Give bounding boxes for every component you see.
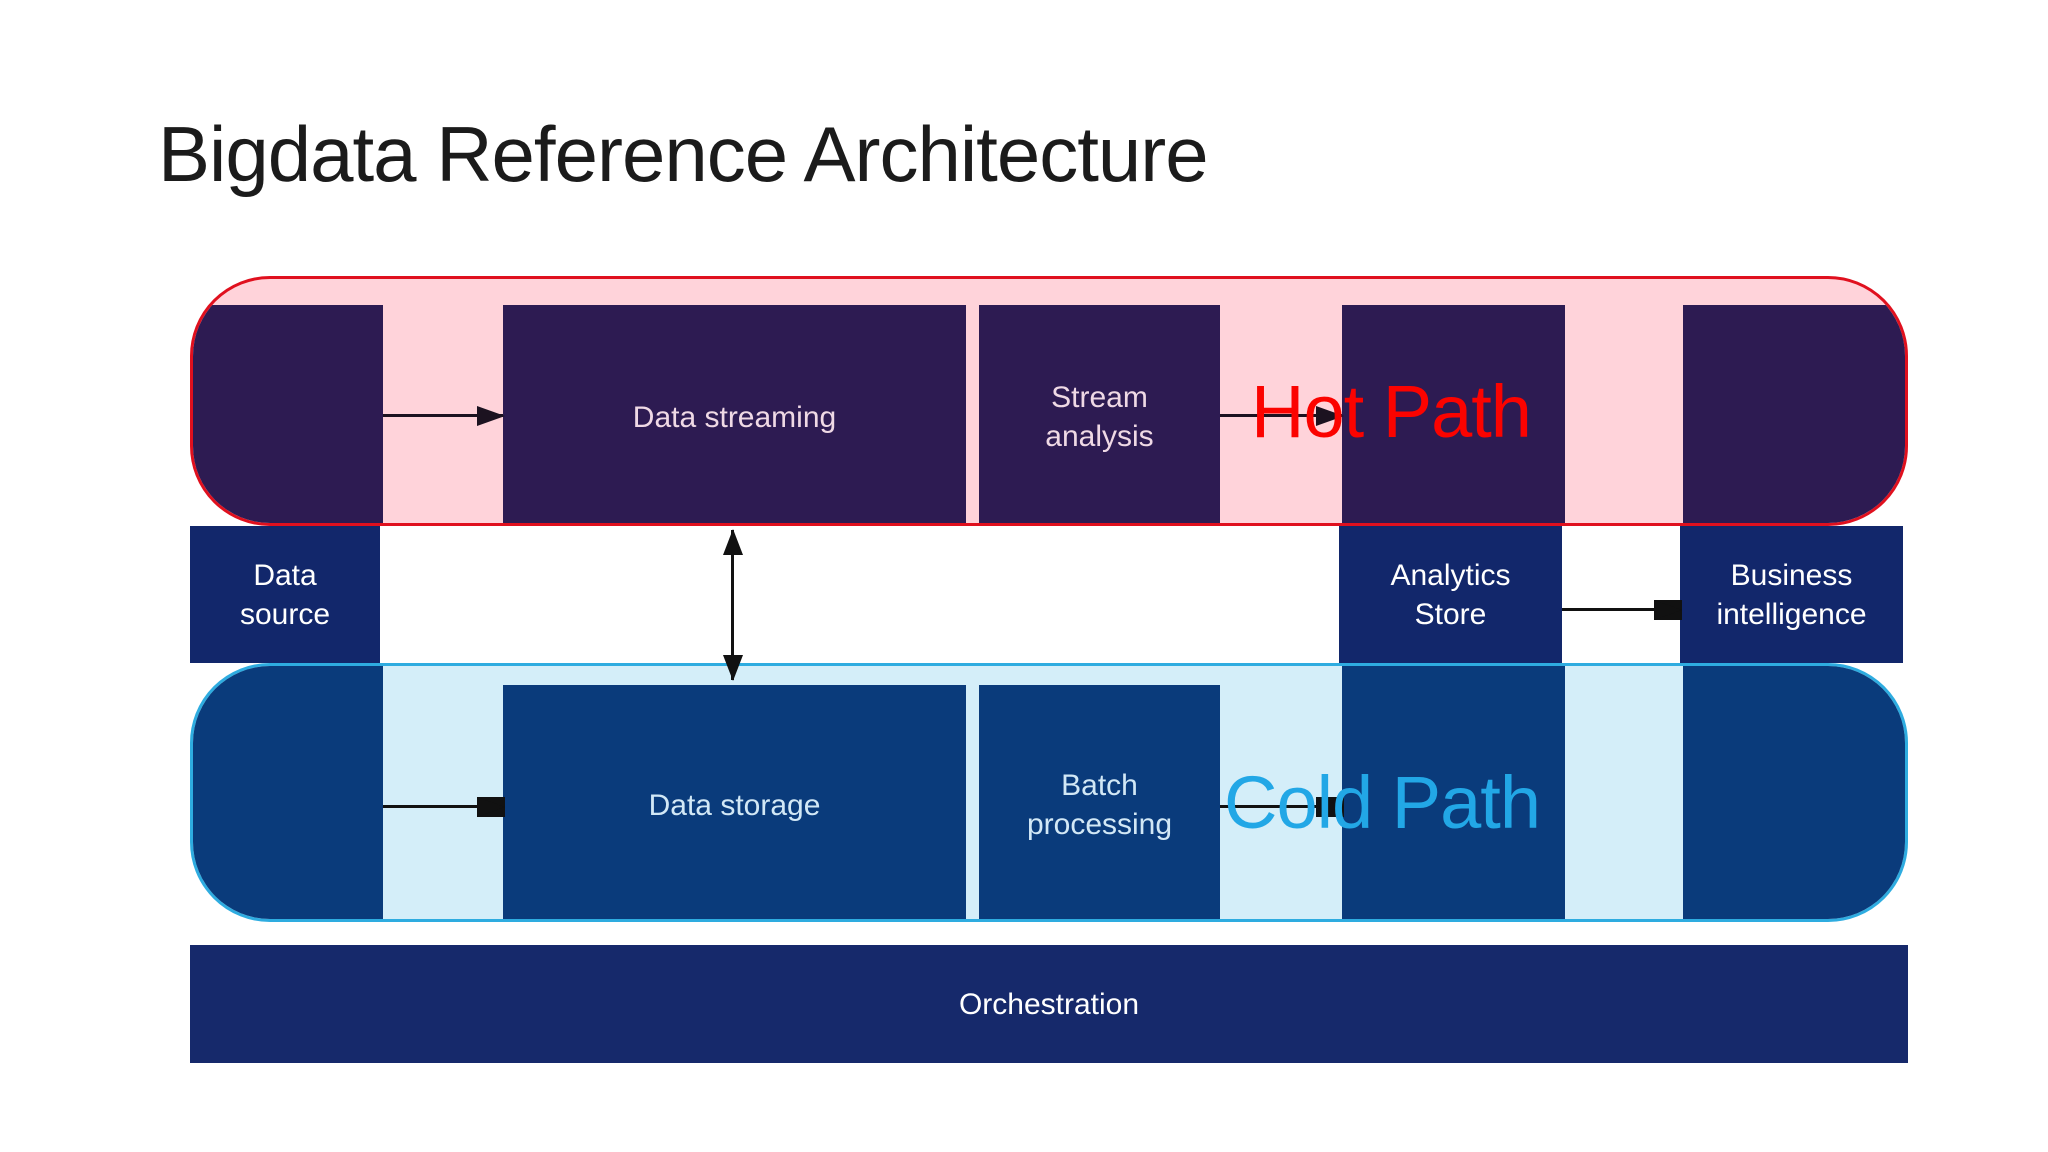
batch-processing-box: Batch processing — [979, 685, 1220, 919]
stream-analysis-label: Stream analysis — [1045, 381, 1154, 453]
hot-path-caption: Hot Path — [1251, 370, 1532, 453]
data-storage-label: Data storage — [648, 788, 821, 822]
batch-processing-label: Batch processing — [1026, 769, 1173, 841]
business-intelligence-hot-segment — [1683, 305, 1905, 523]
analytics-store-cold-segment — [1342, 666, 1565, 919]
cold-path-caption: Cold Path — [1224, 761, 1541, 844]
business-intelligence-cold-segment — [1683, 666, 1905, 919]
hot-path-band: Data streaming Stream analysis Hot Path — [190, 276, 1908, 526]
arrow-data-streaming-data-storage-bidirectional — [731, 530, 734, 680]
analytics-store-label: Analytics Store — [1390, 558, 1511, 631]
data-source-cold-segment — [193, 666, 383, 919]
orchestration-label: Orchestration — [958, 987, 1140, 1021]
data-streaming-label: Data streaming — [632, 400, 837, 434]
arrow-stream-analysis-to-analytics-store — [1220, 414, 1342, 417]
arrow-data-source-to-data-storage — [383, 805, 503, 808]
arrow-analytics-store-to-business-intelligence — [1562, 608, 1680, 611]
business-intelligence-label: Business intelligence — [1716, 558, 1867, 631]
cold-path-band: Data storage Batch processing Cold Path — [190, 663, 1908, 922]
data-storage-box: Data storage — [503, 685, 966, 919]
arrow-batch-processing-to-analytics-store — [1220, 805, 1342, 808]
data-streaming-box: Data streaming — [503, 305, 966, 523]
arrow-data-source-to-data-streaming — [383, 414, 503, 417]
page-title: Bigdata Reference Architecture — [158, 110, 1209, 198]
analytics-store-hot-segment — [1342, 305, 1565, 523]
data-source-label: Data source — [239, 558, 331, 631]
orchestration-bar: Orchestration — [190, 945, 1908, 1063]
stream-analysis-box: Stream analysis — [979, 305, 1220, 523]
data-source-hot-segment — [193, 305, 383, 523]
analytics-store-box: Analytics Store — [1339, 526, 1562, 663]
business-intelligence-box: Business intelligence — [1680, 526, 1903, 663]
data-source-box: Data source — [190, 526, 380, 663]
